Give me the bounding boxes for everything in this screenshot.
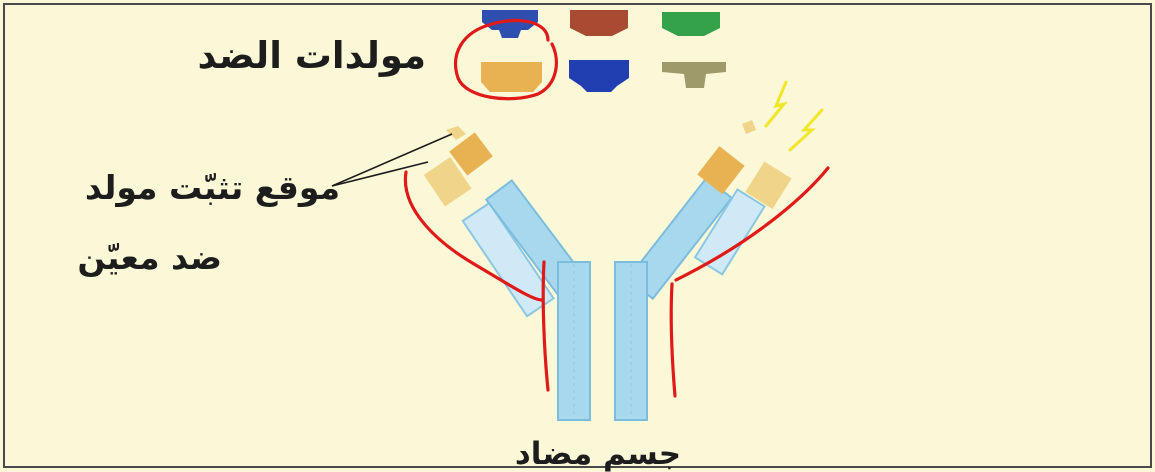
orange-antigen	[481, 62, 542, 92]
binding-site-label-line2: ضد معيّن	[60, 238, 222, 277]
yellow-bolt-1	[766, 82, 786, 126]
yellow-bolt-2	[790, 110, 822, 150]
brown-antigen	[570, 10, 628, 36]
khaki-antigen	[662, 62, 726, 88]
yellow-marks	[766, 82, 822, 150]
binding-site-label-line1: موقع تثبّت مولد	[60, 168, 340, 207]
antibody-structure	[424, 120, 792, 420]
antibody-label: جسم مضاد	[506, 436, 690, 472]
navy-antigen	[569, 60, 629, 92]
antigen-group	[481, 10, 726, 92]
green-antigen	[662, 12, 720, 36]
right-stem-mark	[671, 284, 675, 396]
antigens-label: مولدات الضد	[182, 34, 426, 77]
